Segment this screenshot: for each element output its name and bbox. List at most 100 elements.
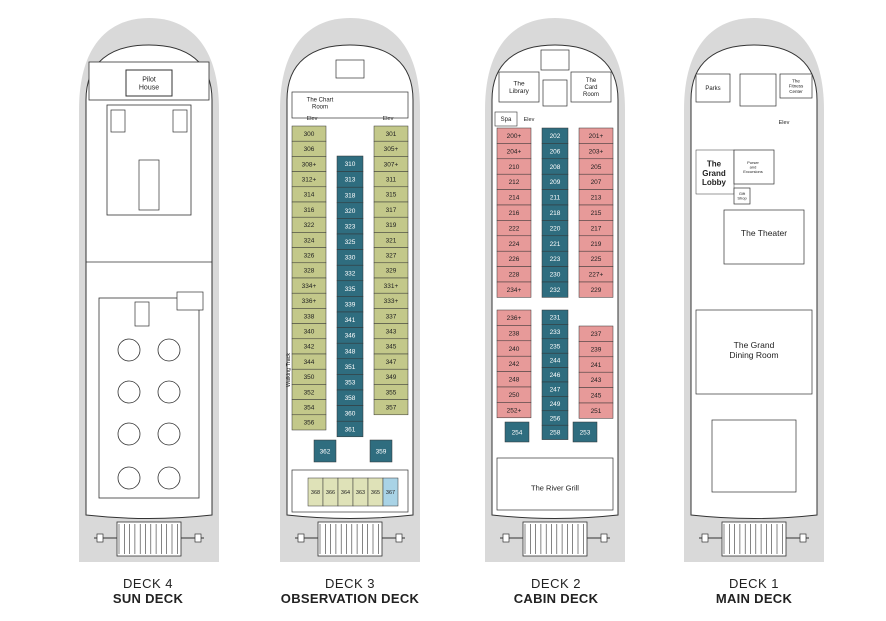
deck-3-bollard-right [395,533,403,543]
deck-3-aft-suite [382,477,399,507]
deck-4-hot-tub-4 [157,380,181,404]
deck-2-center-cabin-label: 208 [550,164,561,171]
deck-3-left-cabin-label: 328 [304,268,315,275]
deck-3-left-cabin-label: 344 [304,359,315,366]
deck-3-right-cabin-label: 345 [386,344,397,351]
deck-3-left-cabin-label: 336+ [302,298,317,305]
deck-2-river-grill [496,457,614,511]
deck-2-right-cabin-label: 243 [591,377,602,384]
deck-4-paddlewheel [116,521,182,557]
deck-3-right-cabin-label: 311 [386,176,397,183]
deck-2-bollard-left [502,533,510,543]
deck-2-right-cabin [578,402,614,419]
deck-1-bollard-left [701,533,709,543]
deck-1-paddlewheel [721,521,787,557]
deck-3-aft-suite-label: 363 [356,490,365,496]
deck-2-river-grill-label: The River Grill [531,484,579,493]
deck-1-galley [711,419,797,493]
deck-3-center-cabin-label: 310 [345,161,356,168]
deck-3-left-cabin-label: 314 [304,192,315,199]
deck-3-caption: DECK 3 OBSERVATION DECK [265,576,435,606]
deck-2-forward-stair [540,49,570,71]
deck-2-center-cabin-label: 206 [550,148,561,155]
deck-4-bar [134,301,150,327]
deck-2-spa-label: Spa [501,117,512,123]
deck-3-side-suite-label: 359 [376,448,387,455]
deck-2-right-cabin-label: 203+ [589,148,604,155]
deck-2-right-cabin-label: 205 [591,164,602,171]
deck-2-center-cabin-label: 218 [550,210,561,217]
deck-4-hot-tub-1 [117,338,141,362]
deck-4-elevator [176,291,204,311]
deck-2-left-cabin-label: 238 [509,330,520,337]
deck-2-right-cabin-label: 237 [591,331,602,338]
deck-2-side-suite-label: 253 [580,429,591,436]
deck-1-gift-shop [733,187,751,205]
deck-3-center-cabin-label: 351 [345,364,356,371]
deck-1-title: MAIN DECK [715,591,793,606]
deck-2-center-cabin-label: 230 [550,272,561,279]
deck-2-title: CABIN DECK [513,591,599,606]
deck-2-right-cabin-label: 219 [591,241,602,248]
deck-3-left-cabin-label: 306 [304,146,315,153]
deck-2-side-suite-label: 254 [512,429,523,436]
deck-3-left-cabin-label: 340 [304,328,315,335]
deck-2-right-cabin-label: 229 [591,287,602,294]
deck-3-side-suite-label: 362 [320,448,331,455]
deck-3-center-cabin-label: 323 [345,223,356,230]
deck-2-bollard-right [600,533,608,543]
deck-2-left-cabin-label: 216 [509,210,520,217]
deck-2-left-cabin-label: 226 [509,256,520,263]
deck-2-left-cabin-label: 240 [509,346,520,353]
deck-3-left-cabin [291,414,327,431]
deck-2-left-cabin-label: 200+ [507,133,522,140]
deck-2-left-cabin [496,281,532,298]
deck-3-right-cabin-label: 315 [386,192,397,199]
deck-3-right-cabin-label: 343 [386,328,397,335]
deck-4-stair-left [110,109,126,133]
deck-3-left-cabin-label: 350 [304,374,315,381]
deck-4-bollard-left [96,533,104,543]
deck-3-center-cabin-label: 346 [345,333,356,340]
deck-3-walking-track-label: Walking Track [286,353,292,388]
deck-3-center-cabin-label: 335 [345,286,356,293]
deck-2-center-cabin-label: 223 [550,256,561,263]
deck-2-card-room [570,71,612,103]
deck-3-right-cabin-label: 317 [386,207,397,214]
deck-2-left-cabin [496,402,532,419]
deck-2-right-cabin-label: 227+ [589,272,604,279]
deck-2-center-cabin-label: 258 [550,430,561,437]
deck-3-right-cabin-label: 337 [386,313,397,320]
deck-1-theater-label: The Theater [741,228,787,238]
deck-3-right-cabin-label: 347 [386,359,397,366]
deck-2-center-cabin-label: 220 [550,225,561,232]
deck-2-right-cabin-label: 225 [591,256,602,263]
deck-3-title: OBSERVATION DECK [280,591,420,606]
deck-3-left-cabin-label: 352 [304,389,315,396]
deck-2-left-cabin-label: 242 [509,361,520,368]
deck-1-grand-lobby [695,149,735,195]
deck-3-right-cabin-label: 301 [386,131,397,138]
deck-2-left-cabin-label: 234+ [507,287,522,294]
deck-2-left-cabin-label: 212 [509,179,520,186]
deck-3-right-cabin-label: 329 [386,268,397,275]
deck-3-left-cabin-label: 308+ [302,161,317,168]
deck-3-left-cabin-label: 326 [304,252,315,259]
deck-2-number: DECK 2 [531,576,581,591]
deck-3-left-cabin-label: 324 [304,237,315,244]
deck-4-bollard-right [194,533,202,543]
deck-4-pilot-house [125,69,173,97]
deck-2-right-cabin-label: 201+ [589,133,604,140]
deck-2-center-cabin-label: 246 [550,372,561,379]
deck-3-elev-label: Elev [383,116,394,122]
deck-4-hot-tub-8 [157,466,181,490]
deck-3-bollard-left [297,533,305,543]
deck-3-left-cabin-label: 356 [304,420,315,427]
deck-2-right-cabin-label: 239 [591,346,602,353]
deck-1-elev-label: Elev [779,120,790,126]
deck-4-lounge-area [98,297,200,499]
